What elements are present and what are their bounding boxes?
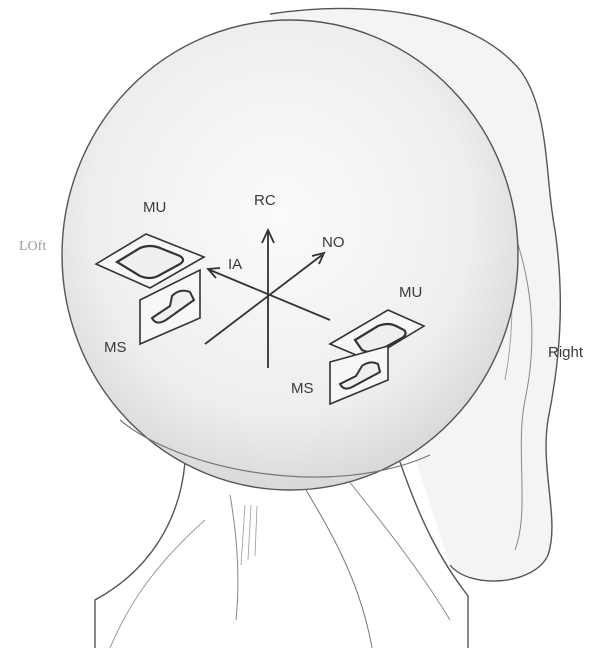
left-side-label: LOft bbox=[19, 240, 46, 254]
left-upper-plane-label: MU bbox=[143, 200, 166, 215]
right-upper-plane-label: MU bbox=[399, 285, 422, 300]
right-lower-plane-label: MS bbox=[291, 381, 314, 396]
axis-label-rc: RC bbox=[254, 193, 276, 208]
axis-label-no: NO bbox=[322, 235, 345, 250]
right-side-label: Right bbox=[548, 345, 583, 360]
left-lower-plane-label: MS bbox=[104, 340, 127, 355]
axis-label-ia: IA bbox=[228, 257, 242, 272]
